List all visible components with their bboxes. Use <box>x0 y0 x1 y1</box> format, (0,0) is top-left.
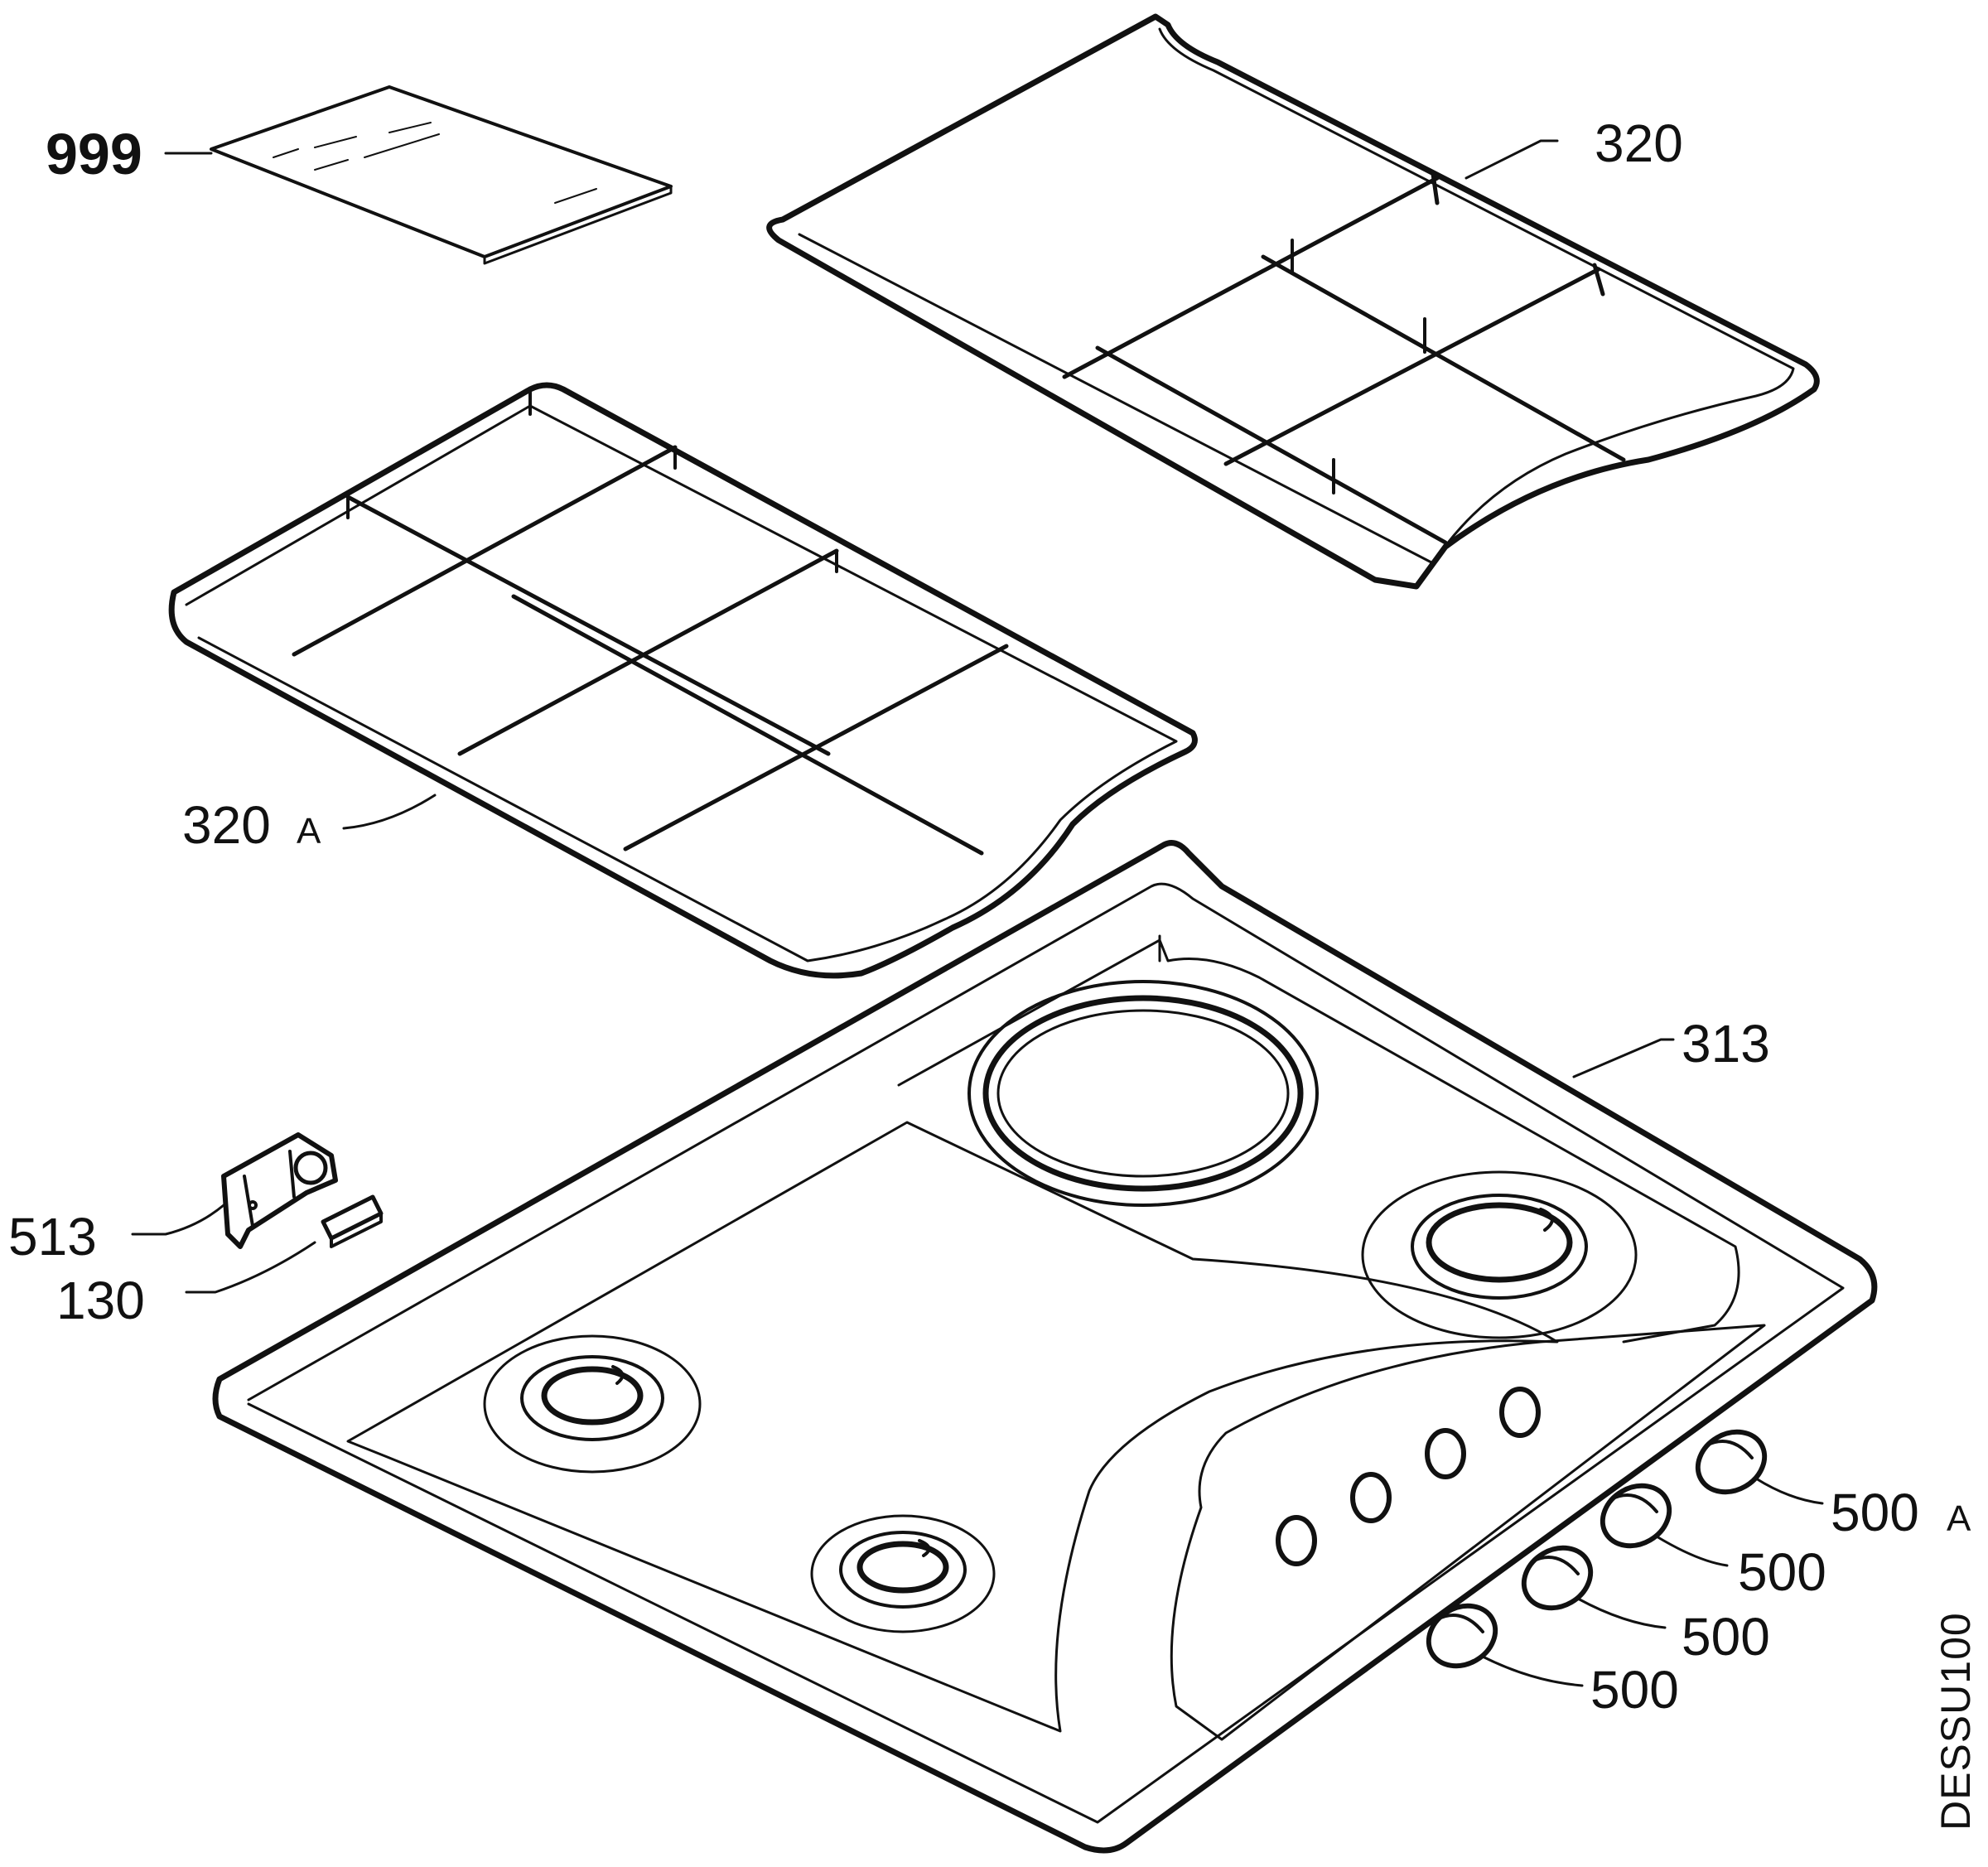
pan-support-grid-right <box>766 13 1820 590</box>
clip-piece <box>321 1194 384 1248</box>
burner-front <box>810 1514 996 1633</box>
knob-holes <box>1276 1387 1541 1566</box>
burner-right <box>1361 1170 1638 1339</box>
label-320a: 320 <box>182 795 271 855</box>
knob-500-3 <box>1426 1603 1498 1669</box>
label-320: 320 <box>1595 113 1683 173</box>
control-knobs <box>1426 1429 1768 1669</box>
hob-top-plate <box>212 840 1878 1854</box>
pan-support-grid-left <box>168 382 1198 979</box>
label-999: 999 <box>46 122 142 186</box>
label-130: 130 <box>56 1271 145 1330</box>
burner-back-large <box>967 980 1319 1207</box>
knob-500a <box>1695 1429 1768 1495</box>
label-513: 513 <box>8 1207 97 1266</box>
instruction-booklet <box>210 85 673 265</box>
clip-part <box>221 1132 338 1249</box>
knob-500-2 <box>1521 1545 1594 1611</box>
label-500-1: 500 <box>1738 1542 1826 1602</box>
label-313: 313 <box>1682 1014 1770 1073</box>
label-320a-suffix: A <box>297 811 321 851</box>
leader-lines <box>131 139 1824 1687</box>
label-500-2: 500 <box>1682 1607 1770 1667</box>
label-500a-suffix: A <box>1947 1498 1971 1539</box>
label-500-3: 500 <box>1590 1660 1679 1720</box>
label-500a: 500 <box>1831 1483 1919 1542</box>
burner-left <box>483 1334 702 1474</box>
drawing-code: DESSU100 <box>1933 1612 1979 1831</box>
knob-500-1 <box>1600 1483 1672 1549</box>
